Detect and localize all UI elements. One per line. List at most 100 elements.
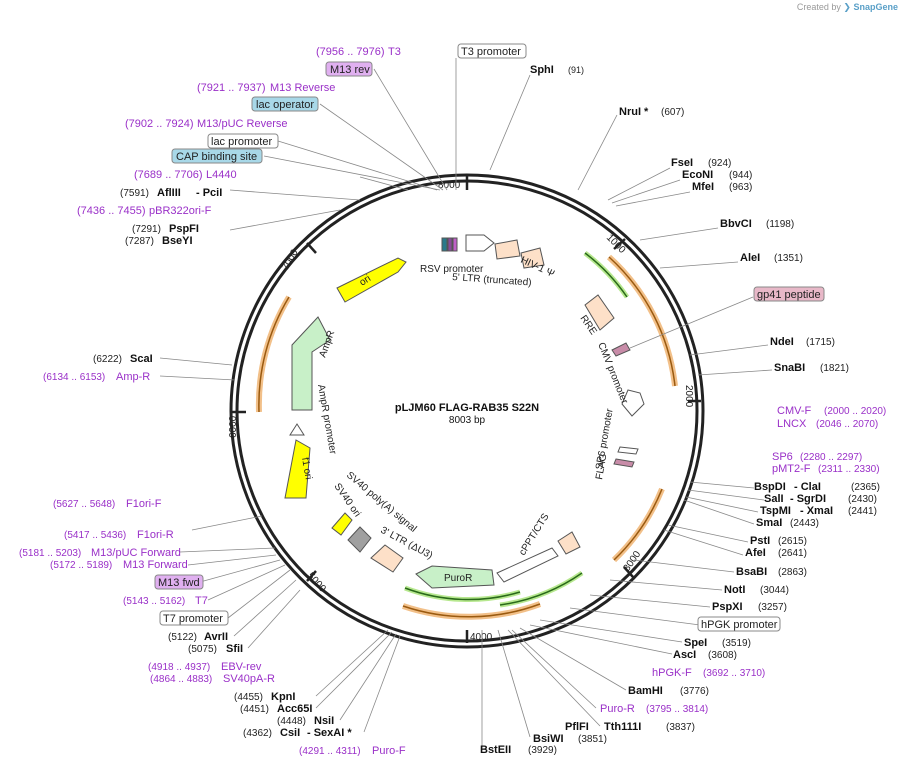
tick-6000: 6000 bbox=[228, 415, 239, 438]
feature-puror bbox=[415, 565, 495, 589]
enzyme-sgrdi: - SgrDI bbox=[790, 493, 826, 505]
enzyme-sfii-pos: (5075) bbox=[188, 644, 217, 655]
gp41-box: gp41 peptide bbox=[757, 289, 821, 301]
enzyme-bsiwi: BsiWI bbox=[533, 733, 564, 745]
enzyme-scai-pos: (6222) bbox=[93, 354, 122, 365]
enzyme-psti-pos: (2615) bbox=[778, 536, 807, 547]
l4440-label: L4440 bbox=[206, 169, 237, 181]
pbr322-pos: (7436 .. 7455) bbox=[77, 205, 146, 217]
label-f1-ori: f1 ori bbox=[299, 457, 314, 481]
enzyme-bsteii: BstEII bbox=[480, 744, 511, 756]
enzyme-alei: AleI bbox=[740, 252, 760, 264]
enzyme-bsabi: BsaBI bbox=[736, 566, 767, 578]
f1ori-f-pos: (5627 .. 5648) bbox=[53, 499, 115, 510]
enzyme-tth111i-pos: (3837) bbox=[666, 722, 695, 733]
enzyme-bamhi-pos: (3776) bbox=[680, 686, 709, 697]
enzyme-sfii: SfiI bbox=[226, 643, 243, 655]
lncx-pos: (2046 .. 2070) bbox=[816, 419, 878, 430]
feature-m13 bbox=[452, 237, 458, 252]
enzyme-bbvci: BbvCI bbox=[720, 218, 752, 230]
enzyme-kpni-pos: (4455) bbox=[234, 692, 263, 703]
enzyme-sgrdi-pos: (2430) bbox=[848, 494, 877, 505]
enzyme-avrii: AvrII bbox=[204, 631, 228, 643]
label-ampr-promoter: AmpR promoter bbox=[315, 384, 338, 456]
enzyme-avrii-pos: (5122) bbox=[168, 632, 197, 643]
outer-labels: (7956 .. 7976) T3 T3 promoter SphI (91) … bbox=[19, 43, 886, 757]
enzyme-sali: SalI bbox=[764, 493, 784, 505]
lac-promoter-box: lac promoter bbox=[211, 136, 272, 148]
amp-r-pos: (6134 .. 6153) bbox=[43, 372, 105, 383]
pmt2-pos: (2311 .. 2330) bbox=[818, 464, 880, 475]
enzyme-afei-pos: (2641) bbox=[778, 548, 807, 559]
feature-3ltr bbox=[370, 544, 404, 573]
m13-forward-label: M13 Forward bbox=[123, 559, 188, 571]
enzyme-econi-pos: (944) bbox=[729, 170, 752, 181]
enzyme-econi: EcoNI bbox=[682, 169, 713, 181]
t3-promoter-box: T3 promoter bbox=[461, 46, 521, 58]
m13-reverse-pos: (7921 .. 7937) bbox=[197, 82, 266, 94]
label-flag: FLAG bbox=[594, 453, 609, 481]
f1ori-f-label: F1ori-F bbox=[126, 498, 162, 510]
enzyme-scai: ScaI bbox=[130, 353, 153, 365]
leader-lines bbox=[159, 58, 773, 748]
feature-flag bbox=[613, 458, 635, 468]
hpgk-promoter-box: hPGK promoter bbox=[701, 619, 778, 631]
t7-label: T7 bbox=[195, 595, 208, 607]
feature-rre bbox=[584, 294, 615, 331]
feature-gp41 bbox=[611, 342, 631, 357]
enzyme-bsiwi-pos: (3851) bbox=[578, 734, 607, 745]
orf-arcs bbox=[255, 254, 678, 620]
enzyme-nsii-pos: (4448) bbox=[277, 716, 306, 727]
tick-2000: 2000 bbox=[683, 385, 694, 408]
ebv-rev-label: EBV-rev bbox=[221, 661, 262, 673]
enzyme-sphi: SphI bbox=[530, 64, 554, 76]
l4440-pos: (7689 .. 7706) bbox=[134, 169, 203, 181]
feature-5ltr bbox=[494, 239, 521, 260]
enzyme-pflfi: PflFI bbox=[565, 721, 589, 733]
enzyme-xmai-pos: (2441) bbox=[848, 506, 877, 517]
enzyme-afliii: AflIII bbox=[157, 187, 181, 199]
enzyme-tth111i: Tth111I bbox=[604, 721, 641, 733]
lac-operator-box: lac operator bbox=[256, 99, 314, 111]
enzyme-bsabi-pos: (2863) bbox=[778, 567, 807, 578]
pmt2-label: pMT2-F bbox=[772, 463, 811, 475]
enzyme-csii-pos: (4362) bbox=[243, 728, 272, 739]
feature-ori bbox=[336, 257, 407, 303]
snapgene-logo-icon: ❯ bbox=[843, 2, 851, 12]
enzyme-bbvci-pos: (1198) bbox=[766, 219, 794, 230]
enzyme-pcii: - PciI bbox=[196, 187, 222, 199]
map-length: 8003 bp bbox=[449, 415, 486, 426]
enzyme-snabi-pos: (1821) bbox=[820, 363, 849, 374]
enzyme-tspmi: TspMI bbox=[760, 505, 791, 517]
hpgk-f-pos: (3692 .. 3710) bbox=[703, 668, 765, 679]
label-5ltr: 5' LTR (truncated) bbox=[452, 272, 532, 289]
m13-reverse-label: M13 Reverse bbox=[270, 82, 335, 94]
enzyme-bseyi-pos: (7287) bbox=[125, 236, 154, 247]
enzyme-spei-pos: (3519) bbox=[722, 638, 751, 649]
sp6-label: SP6 bbox=[772, 451, 793, 463]
feature-ampr bbox=[291, 316, 331, 411]
feature-f1-ori bbox=[284, 439, 311, 499]
map-title: pLJM60 FLAG-RAB35 S22N bbox=[395, 402, 539, 414]
enzyme-afliii-pos: (7591) bbox=[120, 188, 149, 199]
tick-4000: 4000 bbox=[470, 632, 493, 643]
enzyme-snabi: SnaBI bbox=[774, 362, 805, 374]
label-puror: PuroR bbox=[444, 573, 472, 584]
enzyme-csii: CsiI bbox=[280, 727, 300, 739]
enzyme-asci: AscI bbox=[673, 649, 696, 661]
enzyme-nrui: NruI * bbox=[619, 106, 649, 118]
enzyme-ndei: NdeI bbox=[770, 336, 794, 348]
enzyme-psti: PstI bbox=[750, 535, 770, 547]
sv40pa-r-label: SV40pA-R bbox=[223, 673, 275, 685]
cap-binding-box: CAP binding site bbox=[176, 151, 257, 163]
enzyme-smai-pos: (2443) bbox=[790, 518, 819, 529]
enzyme-pspxi: PspXI bbox=[712, 601, 743, 613]
enzyme-noti: NotI bbox=[724, 584, 745, 596]
puro-f-label: Puro-F bbox=[372, 745, 406, 757]
cmv-f-pos: (2000 .. 2020) bbox=[824, 406, 886, 417]
m13-rev-box: M13 rev bbox=[330, 64, 370, 76]
enzyme-mfei-pos: (963) bbox=[729, 182, 752, 193]
enzyme-bamhi: BamHI bbox=[628, 685, 663, 697]
amp-r-label: Amp-R bbox=[116, 371, 150, 383]
label-rsv-promoter: RSV promoter bbox=[420, 264, 484, 275]
